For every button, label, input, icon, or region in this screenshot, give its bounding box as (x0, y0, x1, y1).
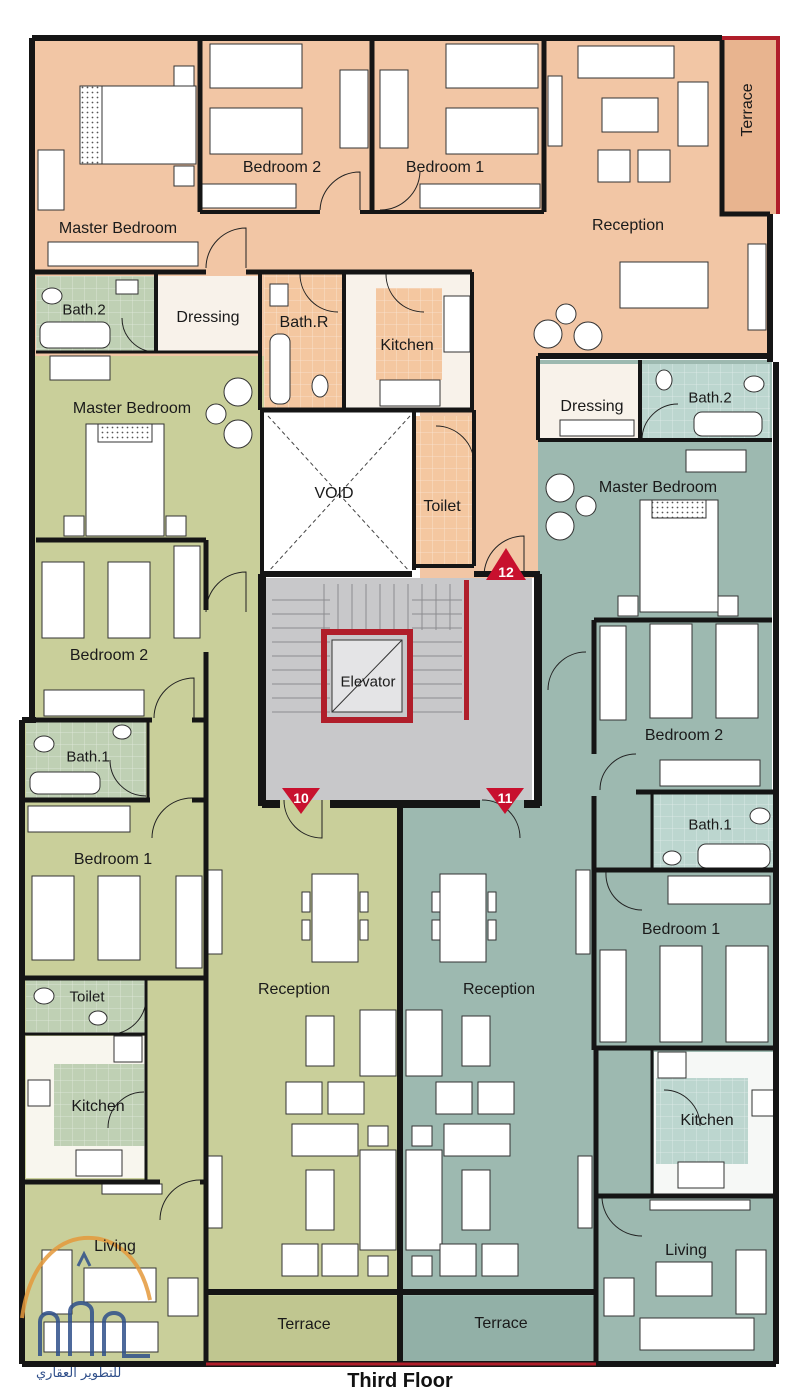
label-right-master-bedroom: Master Bedroom (598, 479, 718, 496)
brand-logo-icon (20, 1235, 152, 1358)
label-right-terrace: Terrace (474, 1315, 528, 1332)
logo-arabic-text: للتطوير العقاري (36, 1366, 122, 1381)
top-terrace-edge (722, 36, 780, 214)
stairs (272, 584, 462, 713)
left-terrace-floor (206, 1296, 402, 1362)
label-left-kitchen: Kitchen (71, 1098, 125, 1115)
unit-11-marker (486, 788, 524, 814)
label-right-reception: Reception (462, 981, 536, 998)
unit-12-marker (486, 548, 526, 580)
label-right-bedroom-1: Bedroom 1 (641, 921, 721, 938)
label-top-master-bedroom: Master Bedroom (58, 220, 178, 237)
void-cross (267, 415, 411, 573)
label-top-terrace: Terrace (739, 83, 756, 137)
unit-number-12: 12 (498, 564, 514, 580)
label-void: VOID (314, 485, 354, 502)
label-left-terrace: Terrace (277, 1316, 331, 1333)
label-right-kitchen: Kitchen (680, 1112, 734, 1129)
label-left-toilet: Toilet (69, 988, 105, 1006)
elevator-cross (331, 639, 403, 713)
unit-number-10: 10 (293, 790, 309, 806)
label-right-bedroom-2: Bedroom 2 (644, 727, 724, 744)
label-left-living: Living (94, 1238, 136, 1255)
top-terrace-floor (722, 38, 778, 214)
elevator-shaft (321, 629, 413, 723)
label-top-dressing: Dressing (176, 309, 240, 326)
label-left-bedroom-1: Bedroom 1 (73, 851, 153, 868)
label-right-dressing: Dressing (560, 398, 624, 415)
label-top-bath-r: Bath.R (279, 314, 329, 331)
label-left-bath-1: Bath.1 (66, 748, 110, 766)
label-top-bedroom-1: Bedroom 1 (405, 159, 485, 176)
label-top-bath-2: Bath.2 (62, 301, 106, 319)
label-left-master-bedroom: Master Bedroom (72, 400, 192, 417)
right-reception-floor (400, 800, 600, 1362)
unit-10-marker (282, 788, 320, 814)
right-terrace-floor (402, 1296, 598, 1362)
label-right-bath-1: Bath.1 (688, 816, 732, 834)
left-reception-floor (206, 800, 402, 1362)
furniture (27, 43, 775, 1353)
label-core-toilet: Toilet (423, 498, 461, 515)
label-right-living: Living (665, 1242, 707, 1259)
walls (19, 35, 779, 1367)
stair-handrail (464, 580, 469, 720)
label-top-bedroom-2: Bedroom 2 (242, 159, 322, 176)
label-top-kitchen: Kitchen (380, 337, 434, 354)
label-left-reception: Reception (257, 981, 331, 998)
label-right-bath-2: Bath.2 (688, 389, 732, 407)
floor-title: Third Floor (347, 1370, 453, 1392)
label-left-bedroom-2: Bedroom 2 (69, 647, 149, 664)
label-elevator: Elevator (340, 673, 396, 691)
label-top-reception: Reception (591, 217, 665, 234)
unit-number-11: 11 (497, 790, 513, 806)
